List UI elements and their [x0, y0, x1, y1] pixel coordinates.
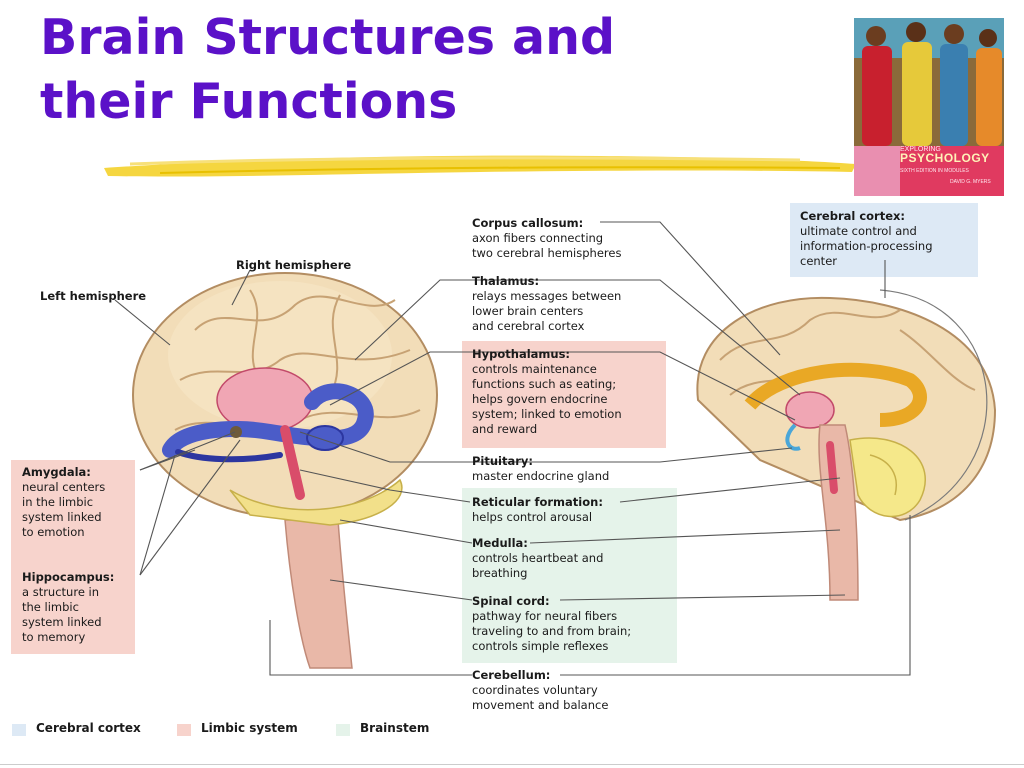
spinal-cord-name: Spinal cord: — [472, 594, 550, 608]
hippocampus-label: Hippocampus: a structure in the limbic s… — [22, 570, 114, 645]
cerebellum-name: Cerebellum: — [472, 668, 551, 682]
book-cover-title: PSYCHOLOGY — [900, 151, 990, 165]
amygdala-desc: neural centers in the limbic system link… — [22, 480, 106, 539]
slide-title-line-1: Brain Structures and — [40, 9, 616, 66]
legend-label-brainstem: Brainstem — [360, 721, 430, 735]
hippocampus-name: Hippocampus: — [22, 570, 115, 584]
slide-title: Brain Structures and their Functions — [40, 6, 820, 134]
legend-swatch-limbic — [177, 724, 191, 736]
amygdala-name: Amygdala: — [22, 465, 91, 479]
spinal-cord-label: Spinal cord: pathway for neural fibers t… — [472, 594, 631, 654]
corpus-callosum-name: Corpus callosum: — [472, 216, 584, 230]
brain-3d-illustration — [132, 272, 438, 669]
thalamus-label: Thalamus: relays messages between lower … — [472, 274, 621, 334]
highlighter-underline — [104, 155, 856, 177]
thalamus-desc: relays messages between lower brain cent… — [472, 289, 622, 333]
corpus-callosum-desc: axon fibers connecting two cerebral hemi… — [472, 231, 622, 260]
right-hemisphere-label: Right hemisphere — [236, 258, 352, 272]
slide-title-line-2: their Functions — [40, 73, 458, 130]
cerebellum-label: Cerebellum: coordinates voluntary moveme… — [472, 668, 608, 713]
legend-label-limbic: Limbic system — [201, 721, 298, 735]
cerebral-cortex-name: Cerebral cortex: — [800, 209, 906, 223]
cerebellum-desc: coordinates voluntary movement and balan… — [472, 683, 609, 712]
cerebral-cortex-label: Cerebral cortex: ultimate control and in… — [800, 209, 933, 269]
book-cover-art — [854, 18, 1004, 196]
limbic-labels-box — [11, 460, 135, 654]
reticular-formation-desc: helps control arousal — [472, 510, 593, 524]
hypothalamus-desc: controls maintenance functions such as e… — [472, 362, 622, 436]
corpus-callosum-label: Corpus callosum: axon fibers connecting … — [472, 216, 621, 261]
bottom-divider — [0, 764, 1024, 765]
legend-swatch-brainstem — [336, 724, 350, 736]
left-hemisphere-label: Left hemisphere — [40, 289, 147, 303]
pituitary-label: Pituitary: master endocrine gland — [472, 454, 609, 484]
book-cover-author: DAVID G. MYERS — [950, 179, 991, 185]
legend-label-cortex: Cerebral cortex — [36, 721, 141, 735]
leader-lines — [114, 221, 911, 676]
reticular-formation-label: Reticular formation: helps control arous… — [472, 495, 603, 525]
book-cover-brand: EXPLORING — [900, 146, 941, 153]
medulla-label: Medulla: controls heartbeat and breathin… — [472, 536, 603, 581]
hypothalamus-box — [462, 341, 666, 448]
thalamus-name: Thalamus: — [472, 274, 540, 288]
amygdala-label: Amygdala: neural centers in the limbic s… — [22, 465, 105, 540]
legend-swatch-cortex — [12, 724, 26, 736]
book-cover-image: EXPLORING PSYCHOLOGY SIXTH EDITION IN MO… — [854, 18, 1004, 196]
spinal-cord-desc: pathway for neural fibers traveling to a… — [472, 609, 632, 653]
hippocampus-desc: a structure in the limbic system linked … — [22, 585, 102, 644]
medulla-name: Medulla: — [472, 536, 528, 550]
cerebral-cortex-desc: ultimate control and information-process… — [800, 224, 933, 268]
reticular-formation-name: Reticular formation: — [472, 495, 603, 509]
book-cover-subtitle: SIXTH EDITION IN MODULES — [900, 168, 969, 174]
book-cover-text: EXPLORING PSYCHOLOGY SIXTH EDITION IN MO… — [900, 146, 1004, 196]
pituitary-desc: master endocrine gland — [472, 469, 610, 483]
hypothalamus-label: Hypothalamus: controls maintenance funct… — [472, 347, 622, 437]
brainstem-box — [462, 488, 677, 663]
cerebral-cortex-box — [790, 203, 978, 277]
pituitary-name: Pituitary: — [472, 454, 534, 468]
brain-sagittal-illustration — [696, 289, 997, 601]
hypothalamus-name: Hypothalamus: — [472, 347, 571, 361]
medulla-desc: controls heartbeat and breathing — [472, 551, 604, 580]
